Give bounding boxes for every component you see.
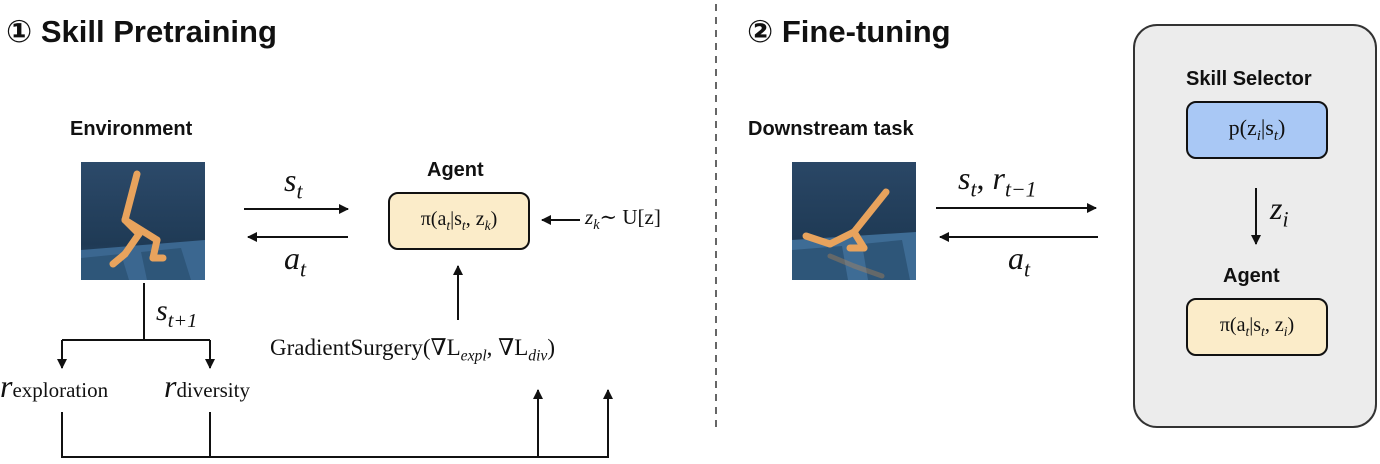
skill-selector-label: Skill Selector — [1186, 68, 1312, 90]
agent-label: Agent — [427, 159, 484, 181]
skill-selector-formula: p(zi|st) — [1228, 114, 1286, 145]
skill-sample-formula: zk∼ U[z] — [585, 205, 661, 233]
finetune-agent-policy-formula: π(at|st, zi) — [1219, 314, 1295, 339]
action-label: at — [284, 240, 307, 282]
gradient-surgery-formula: GradientSurgery(∇Lexpl, ∇Ldiv) — [270, 335, 556, 365]
state-label: st — [284, 162, 303, 204]
state-reward-label: st, rt−1 — [958, 160, 1037, 202]
downstream-task-image — [792, 162, 916, 280]
finetune-action-label: at — [1008, 240, 1031, 282]
pretraining-title: Skill Pretraining — [40, 14, 277, 49]
reward-diversity: rdiversity — [164, 368, 250, 404]
finetuning-title: Fine-tuning — [781, 14, 951, 49]
skill-label: zi — [1270, 190, 1289, 232]
agent-policy-box: π(at|st, zk) — [388, 192, 530, 250]
step-two-marker: ② — [747, 14, 774, 49]
step-one-marker: ① — [6, 14, 33, 49]
finetune-agent-label: Agent — [1223, 265, 1280, 287]
skill-selector-box: p(zi|st) — [1186, 101, 1328, 159]
reward-exploration: rexploration — [0, 368, 109, 404]
environment-label: Environment — [70, 118, 193, 140]
agent-policy-formula: π(at|st, zk) — [420, 208, 498, 233]
next-state-label: st+1 — [156, 294, 198, 333]
finetune-agent-policy-box: π(at|st, zi) — [1186, 298, 1328, 356]
downstream-task-label: Downstream task — [748, 118, 914, 140]
environment-image — [81, 162, 205, 280]
pretraining-heading: ① Skill Pretraining — [6, 14, 277, 50]
finetuning-heading: ② Fine-tuning — [747, 14, 951, 50]
